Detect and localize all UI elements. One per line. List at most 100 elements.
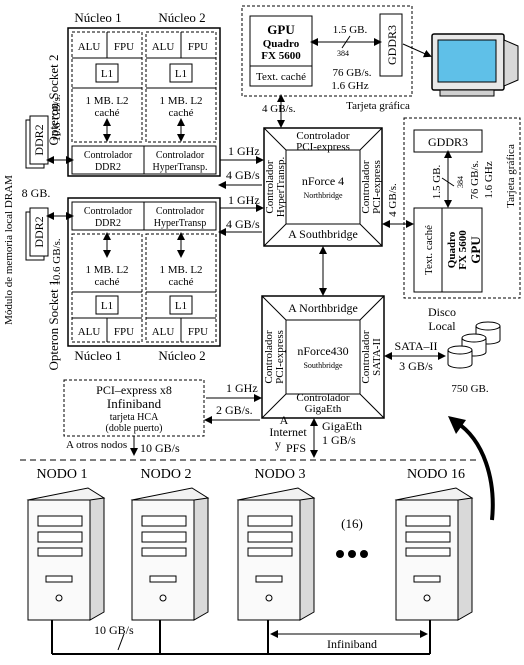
ib-bw: 2 GB/s. — [216, 403, 253, 417]
sb-center: nForce430 — [297, 344, 348, 358]
northbridge: Controlador PCI-express Controlador Hype… — [263, 127, 383, 247]
socket-1-l1-1: L1 — [101, 300, 113, 312]
memory-modules: Módulo de memoria local DRAM DDR2 DDR2 1… — [3, 94, 74, 325]
memory-bw-top: 10.6 GB/s. — [51, 94, 63, 142]
sb-bottom: Controlador — [296, 392, 349, 404]
nb-right: Controlador — [360, 160, 372, 213]
cluster-nodes: NODO 1 NODO 2 NODO 3 NODO 16 (16) — [26, 467, 474, 655]
southbridge: A Northbridge Controlador PCI-express Co… — [261, 295, 385, 419]
gpu-top-size: 1.5 GB. — [333, 24, 368, 36]
svg-text:SATA-II: SATA-II — [371, 338, 383, 376]
socket-1-title: Opteron Socket 1 — [46, 280, 61, 371]
socket-1: Opteron Socket 1 Núcleo 1 Núcleo 2 Contr… — [46, 197, 221, 371]
node-count: (16) — [341, 516, 363, 531]
node-3-label: NODO 3 — [255, 467, 306, 482]
socket-2-fpu-1: FPU — [114, 41, 134, 53]
node-1-label: NODO 1 — [37, 467, 88, 482]
memory-side-label: Módulo de memoria local DRAM — [3, 175, 15, 325]
gpu-top-bits: 384 — [337, 49, 349, 58]
svg-text:HyperTransp: HyperTransp — [154, 218, 206, 229]
gpu-card-right: Tarjeta gráfica GDDR3 1.5 GB. 384 76 GB/… — [382, 117, 521, 299]
svg-text:PCI-express: PCI-express — [296, 141, 350, 153]
svg-text:HyperTransp.: HyperTransp. — [153, 162, 208, 173]
nb-center: nForce 4 — [302, 174, 344, 188]
bus-bw: 10 GB/s — [94, 623, 134, 637]
node-16-label: NODO 16 — [407, 467, 465, 482]
ib-line1: PCI–express x8 — [96, 383, 172, 397]
sb-top: A Northbridge — [288, 301, 358, 315]
gpu-card-top: GPU Quadro FX 5600 Text. caché GDDR3 1.5… — [241, 5, 413, 128]
svg-text:HyperTransp.: HyperTransp. — [275, 157, 287, 218]
node-1-tower-icon — [26, 487, 106, 621]
socket-1-l1-2: L1 — [175, 300, 187, 312]
socket-1-l2-1: 1 MB. L2 — [85, 264, 128, 276]
gpu-right-bw: 76 GB/s. — [469, 160, 481, 199]
gpu-right-bits: 384 — [456, 176, 465, 188]
gpu-right-size: 1.5 GB. — [431, 164, 443, 199]
link-4gbs-top: 4 GB/s — [226, 168, 260, 182]
disk-label-2: Local — [428, 319, 456, 333]
link-1ghz-top: 1 GHz — [228, 144, 260, 158]
gpu-top-freq: 1.6 GHz — [331, 80, 368, 92]
gpu-top-cache: Text. caché — [256, 71, 306, 83]
svg-text:caché: caché — [94, 276, 119, 288]
node-16-tower-icon — [394, 487, 474, 621]
socket-1-alu-2: ALU — [152, 326, 175, 338]
ddr2-bottom: DDR2 — [32, 216, 46, 247]
socket-1-fpu-1: FPU — [114, 326, 134, 338]
infiniband-card: PCI–express x8 Infiniband tarjeta HCA (d… — [63, 379, 262, 456]
gpu-top-gddr3: GDDR3 — [385, 25, 399, 65]
nb-left: Controlador — [264, 160, 276, 213]
ddr2-top: DDR2 — [32, 124, 46, 155]
socket-2-l2-1: 1 MB. L2 — [85, 95, 128, 107]
disk-icon: Disco Local 750 GB. SATA–II 3 GB/s — [384, 305, 501, 395]
gpu-right-cache: Text. caché — [423, 225, 435, 275]
node-3-tower-icon — [236, 487, 316, 621]
sb-right: Controlador — [360, 330, 372, 383]
nb-bottom: A Southbridge — [288, 227, 358, 241]
internet-link: A Internet y PFS GigaEth 1 GB/s — [269, 413, 362, 458]
svg-text:DDR2: DDR2 — [95, 162, 121, 173]
socket-1-fpu-2: FPU — [188, 326, 208, 338]
gpu-top-bw: 76 GB/s. — [332, 67, 371, 79]
socket-2-core-2-label: Núcleo 2 — [158, 10, 205, 25]
monitor-icon — [402, 33, 519, 97]
gpu-right-link: 4 GB/s. — [387, 183, 399, 217]
socket-2-l2-2: 1 MB. L2 — [159, 95, 202, 107]
node-2-label: NODO 2 — [141, 467, 192, 482]
svg-text:FX 5600: FX 5600 — [261, 50, 301, 62]
gigaeth-label: GigaEth — [322, 419, 362, 433]
inet-pfs: PFS — [286, 441, 306, 455]
socket-1-ctrl-ht: Controlador — [156, 206, 205, 217]
bus-infiniband-label: Infiniband — [327, 637, 377, 651]
svg-text:FX 5600: FX 5600 — [457, 230, 469, 270]
svg-text:caché: caché — [94, 107, 119, 119]
socket-1-alu-1: ALU — [78, 326, 101, 338]
nb-center-sub: Northbridge — [303, 191, 343, 200]
link-4gbs-bottom: 4 GB/s — [226, 217, 260, 231]
inet-y: y — [275, 437, 281, 451]
gpu-right-label: GPU — [468, 236, 483, 264]
link-1ghz-bottom: 1 GHz — [228, 193, 260, 207]
sata-label: SATA–II — [394, 339, 437, 353]
ib-freq: 1 GHz — [226, 381, 258, 395]
socket-1-l2-2: 1 MB. L2 — [159, 264, 202, 276]
svg-text:caché: caché — [168, 107, 193, 119]
disk-size: 750 GB. — [451, 383, 489, 395]
inet-a: A — [280, 413, 289, 427]
socket-2-ctrl-ddr2: Controlador — [84, 150, 133, 161]
gigaeth-bw: 1 GB/s — [322, 433, 356, 447]
ht-links: 1 GHz 4 GB/s 1 GHz 4 GB/s — [218, 144, 264, 236]
socket-1-ctrl-ddr2: Controlador — [84, 206, 133, 217]
socket-2: Opteron Socket 2 Núcleo 1 Núcleo 2 ALU F… — [46, 10, 221, 177]
sata-bw: 3 GB/s — [399, 359, 433, 373]
ib-line4: (doble puerto) — [106, 423, 163, 434]
gpu-top-card-label: Tarjeta gráfica — [346, 100, 410, 112]
socket-1-core-1-label: Núcleo 1 — [74, 348, 121, 363]
node-2-tower-icon — [130, 487, 210, 621]
ib-line2: Infiniband — [107, 396, 162, 411]
memory-size: 8 GB. — [22, 186, 51, 200]
svg-text:caché: caché — [168, 276, 193, 288]
